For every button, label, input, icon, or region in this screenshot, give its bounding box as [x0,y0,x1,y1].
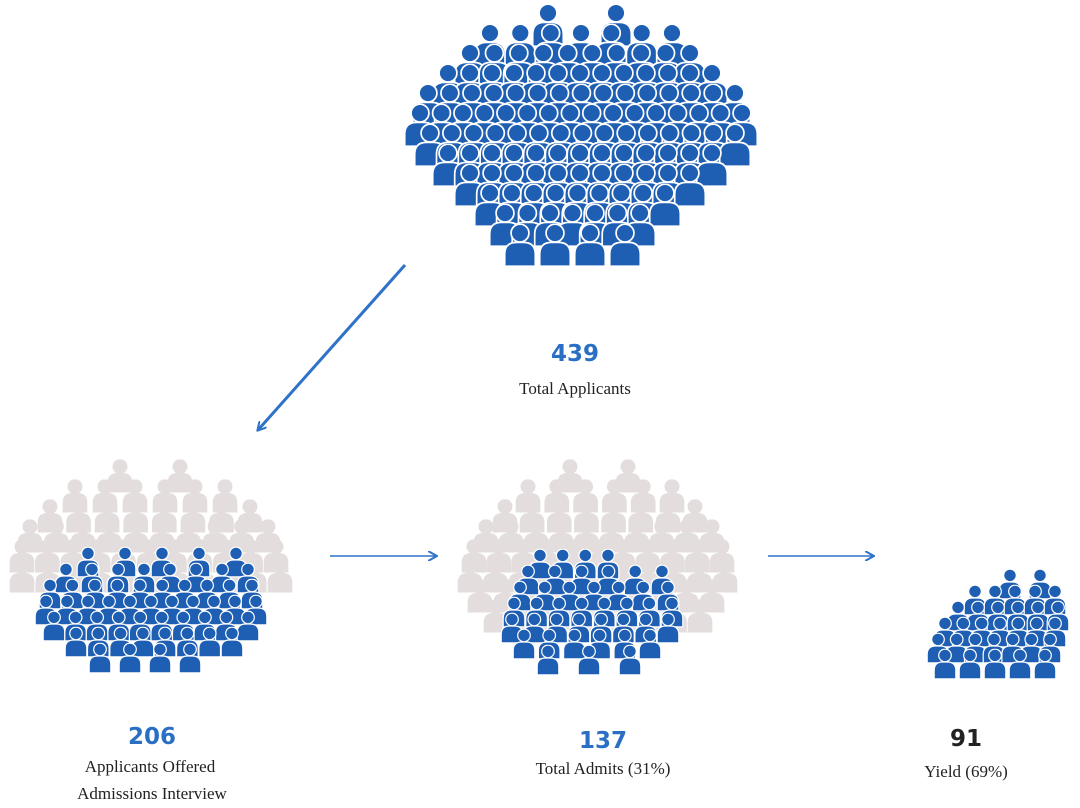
total-applicants-crowd [403,3,759,268]
admits-crowd [457,459,738,676]
admits-label: Total Admits (31%) [535,759,671,778]
yield-crowd [926,568,1070,680]
interviews-value: 206 [127,724,177,750]
interviews-label-line1: Applicants Offered [84,757,216,776]
yield-value: 91 [949,726,983,752]
interviews-label-line2: Admissions Interview [77,784,227,803]
admits-value: 137 [578,728,628,754]
total-applicants-value: 439 [550,341,600,367]
total-applicants-label: Total Applicants [519,379,631,398]
arrow-diagonal [258,264,407,430]
yield-label: Yield (69%) [924,762,1008,781]
interview-crowd [9,459,293,674]
